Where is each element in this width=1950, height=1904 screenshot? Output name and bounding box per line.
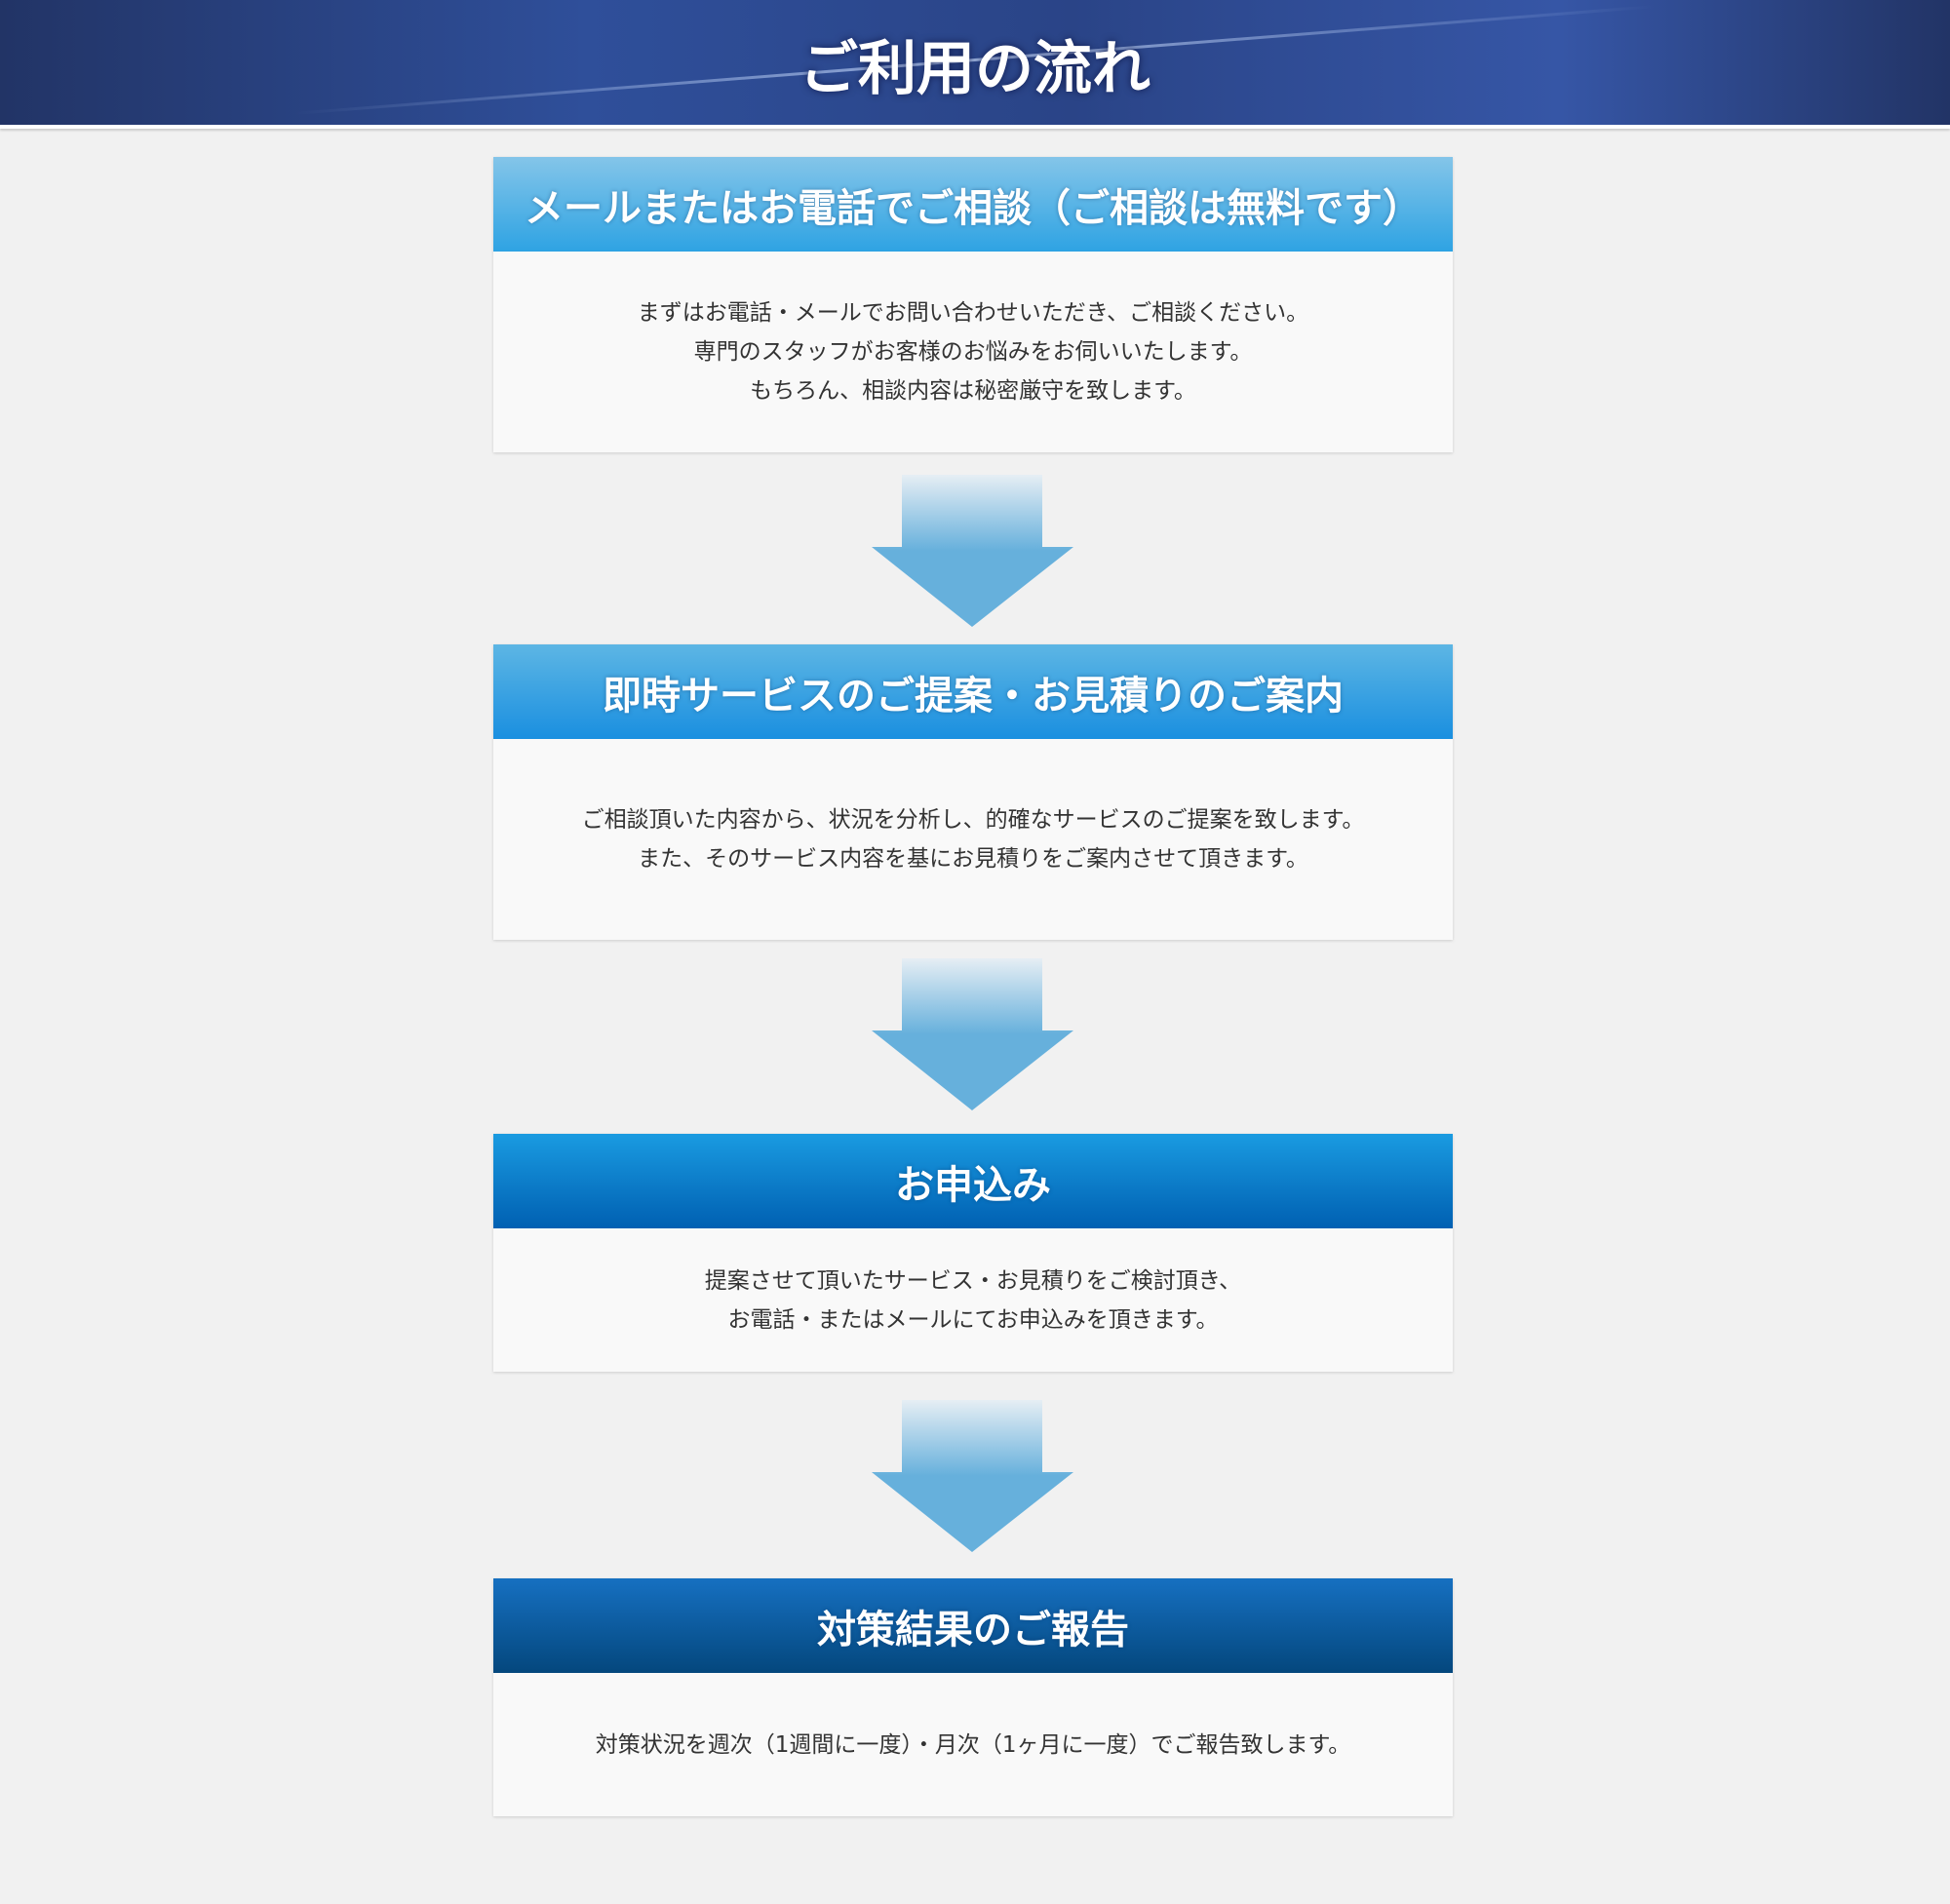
- description-line: また、そのサービス内容を基にお見積りをご案内させて頂きます。: [638, 846, 1308, 872]
- description-line: 対策状況を週次（1週間に一度）・月次（1ヶ月に一度）でご報告致します。: [595, 1731, 1351, 1758]
- down-arrow-icon: [872, 475, 1073, 627]
- description-line: 提案させて頂いたサービス・お見積りをご検討頂き、: [704, 1267, 1242, 1294]
- step-title: 対策結果のご報告: [493, 1578, 1453, 1673]
- step-title: メールまたはお電話でご相談（ご相談は無料です）: [493, 157, 1453, 252]
- step-3: お申込み 提案させて頂いたサービス・お見積りをご検討頂き、 お電話・またはメール…: [493, 1134, 1453, 1372]
- down-arrow-icon: [872, 958, 1073, 1110]
- step-title: 即時サービスのご提案・お見積りのご案内: [493, 644, 1453, 739]
- description-line: 専門のスタッフがお客様のお悩みをお伺いいたします。: [693, 339, 1253, 365]
- description-line: まずはお電話・メールでお問い合わせいただき、ご相談ください。: [637, 300, 1309, 326]
- step-description: 提案させて頂いたサービス・お見積りをご検討頂き、 お電話・またはメールにてお申込…: [493, 1228, 1453, 1372]
- description-line: ご相談頂いた内容から、状況を分析し、的確なサービスのご提案を致します。: [581, 807, 1365, 833]
- down-arrow-icon: [872, 1400, 1073, 1552]
- step-description: 対策状況を週次（1週間に一度）・月次（1ヶ月に一度）でご報告致します。: [493, 1673, 1453, 1816]
- description-line: もちろん、相談内容は秘密厳守を致します。: [750, 378, 1196, 404]
- step-title: お申込み: [493, 1134, 1453, 1228]
- step-description: ご相談頂いた内容から、状況を分析し、的確なサービスのご提案を致します。 また、そ…: [493, 739, 1453, 940]
- page-banner: ご利用の流れ: [0, 0, 1950, 129]
- step-1: メールまたはお電話でご相談（ご相談は無料です） まずはお電話・メールでお問い合わ…: [493, 157, 1453, 452]
- step-4: 対策結果のご報告 対策状況を週次（1週間に一度）・月次（1ヶ月に一度）でご報告致…: [493, 1578, 1453, 1816]
- page-title: ご利用の流れ: [800, 35, 1150, 103]
- step-description: まずはお電話・メールでお問い合わせいただき、ご相談ください。 専門のスタッフがお…: [493, 252, 1453, 452]
- description-line: お電話・またはメールにてお申込みを頂きます。: [727, 1306, 1219, 1333]
- step-2: 即時サービスのご提案・お見積りのご案内 ご相談頂いた内容から、状況を分析し、的確…: [493, 644, 1453, 940]
